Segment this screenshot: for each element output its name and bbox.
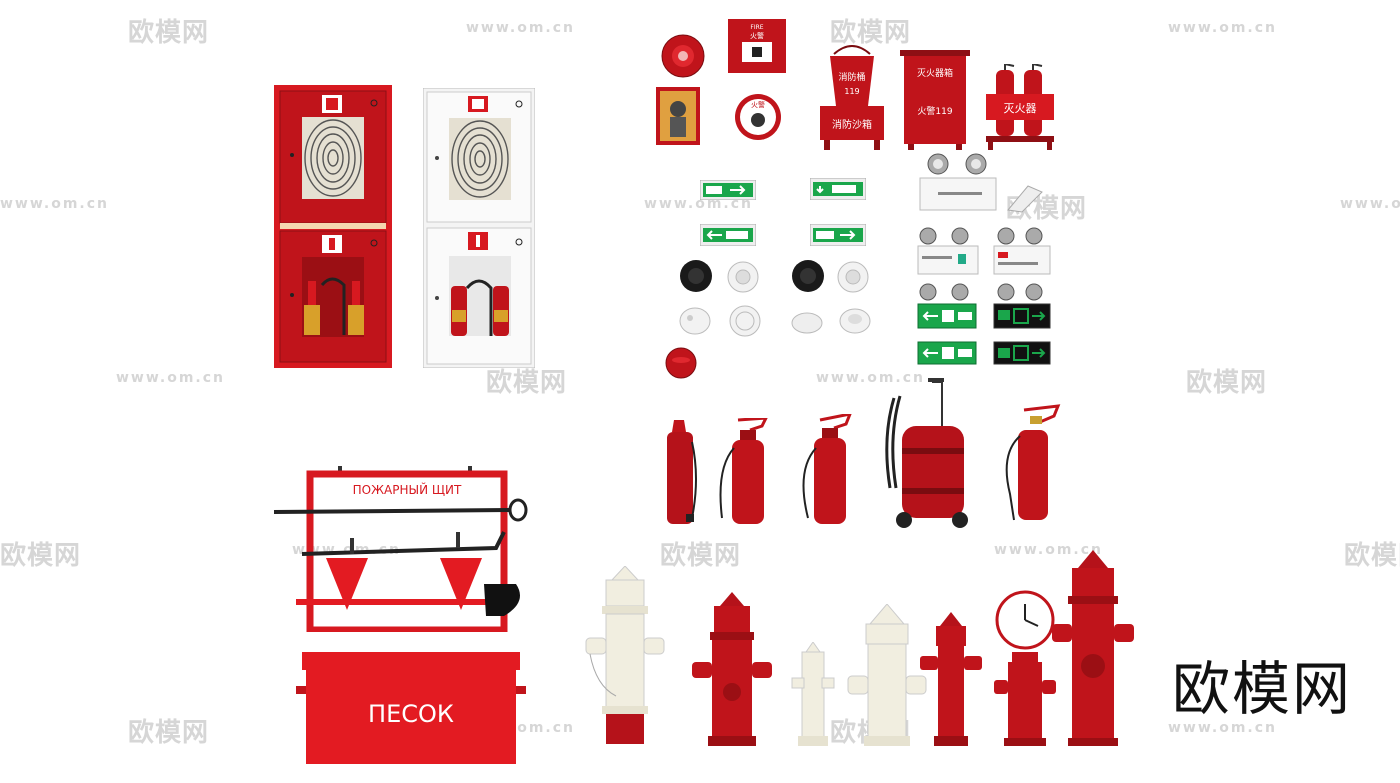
extinguisher-cabinet: 灭火器箱 火警119 (900, 50, 970, 150)
fire-hydrant-red (920, 612, 982, 746)
red-hose-cabinet (274, 85, 392, 368)
brand-logo-text: 欧模网 (1172, 655, 1353, 723)
extinguisher-label: 灭火器 (1004, 102, 1037, 115)
emergency-light-panel (993, 227, 1051, 275)
exit-sign-right-2 (810, 224, 866, 246)
sand-crate: ПЕСОК (296, 652, 526, 764)
watermark-logo: 欧模网 (830, 18, 912, 48)
alarm-bell: 火警 (735, 94, 781, 140)
fire-119-label: 火警119 (917, 105, 952, 117)
wheeled-fire-extinguisher (885, 378, 968, 528)
extinguisher-box-label: 灭火器箱 (917, 67, 953, 79)
watermark-url: www.om.cn (116, 370, 226, 386)
exit-light-green-bar (917, 341, 977, 365)
shield-title: ПОЖАРНЫЙ ЩИТ (353, 482, 462, 497)
watermark-url: www.om.cn (1168, 20, 1278, 36)
bucket-119: 119 (844, 87, 859, 96)
fire-poster (656, 87, 700, 145)
fire-extinguisher (802, 414, 852, 524)
alarm-button-round (661, 34, 705, 78)
fire-hydrant-red (692, 592, 772, 746)
watermark-logo: 欧模网 (1186, 368, 1268, 398)
emergency-light (919, 153, 1043, 213)
white-hose-cabinet (423, 88, 535, 368)
fire-bucket: 消防桶 119 消防沙箱 (820, 45, 884, 150)
manual-fire-alarm: FIRE 火警 (728, 19, 786, 73)
fire-hydrant-cream (585, 566, 665, 744)
watermark-url: www.om.cn (0, 196, 110, 212)
smoke-detector-black (792, 260, 824, 292)
exit-light-black-right (993, 283, 1051, 329)
smoke-detector-white (791, 312, 823, 334)
smoke-detector-white (837, 261, 869, 293)
exit-sign-arrow-left (700, 224, 756, 246)
exit-sign-arrow-right (700, 180, 756, 200)
fire-extinguisher (1005, 404, 1061, 521)
sand-crate-label: ПЕСОК (368, 700, 454, 728)
hydrant-with-clock (994, 590, 1056, 746)
exit-sign-arrow-down (810, 178, 866, 200)
watermark-url: www.om.cn (816, 370, 926, 386)
fire-extinguisher (667, 420, 697, 524)
smoke-detector-white (727, 261, 759, 293)
watermark-logo: 欧模网 (128, 18, 210, 48)
exit-light-green-left (917, 283, 977, 329)
fire-shield-board: ПОЖАРНЫЙ ЩИТ (273, 466, 528, 632)
smoke-detector-white (839, 308, 871, 334)
alarm-fire-text: FIRE (750, 24, 763, 31)
fire-hydrant-cream-small (791, 642, 835, 746)
smoke-detector-white (729, 305, 761, 337)
bucket-label: 消防桶 (838, 71, 865, 83)
smoke-detector-white (679, 307, 711, 335)
extinguisher-stand: 灭火器 (986, 64, 1054, 150)
sand-box-label: 消防沙箱 (832, 118, 872, 131)
watermark-url: www.om.cn (994, 542, 1104, 558)
watermark-url: www.om.cn (466, 20, 576, 36)
watermark-url: www.om.cn (644, 196, 754, 212)
watermark-url: www.om.cn (1168, 720, 1278, 736)
fire-hydrant-cream (847, 604, 927, 746)
watermark-logo: 欧模网 (0, 541, 82, 571)
smoke-detector-black (680, 260, 712, 292)
watermark-url: www.om.cn (1340, 196, 1400, 212)
fire-hydrant-red-large (1052, 550, 1134, 746)
watermark-logo: 欧模网 (1344, 541, 1400, 571)
alarm-ball (665, 347, 697, 379)
fire-extinguisher (719, 418, 768, 524)
watermark-logo: 欧模网 (128, 718, 210, 748)
exit-light-black-bar (993, 341, 1051, 365)
watermark-logo: 欧模网 (486, 368, 568, 398)
alarm-fire-cn-text: 火警 (750, 31, 764, 40)
alarm-bell-text: 火警 (751, 100, 765, 109)
emergency-light-panel (917, 227, 979, 275)
watermark-logo: 欧模网 (660, 541, 742, 571)
